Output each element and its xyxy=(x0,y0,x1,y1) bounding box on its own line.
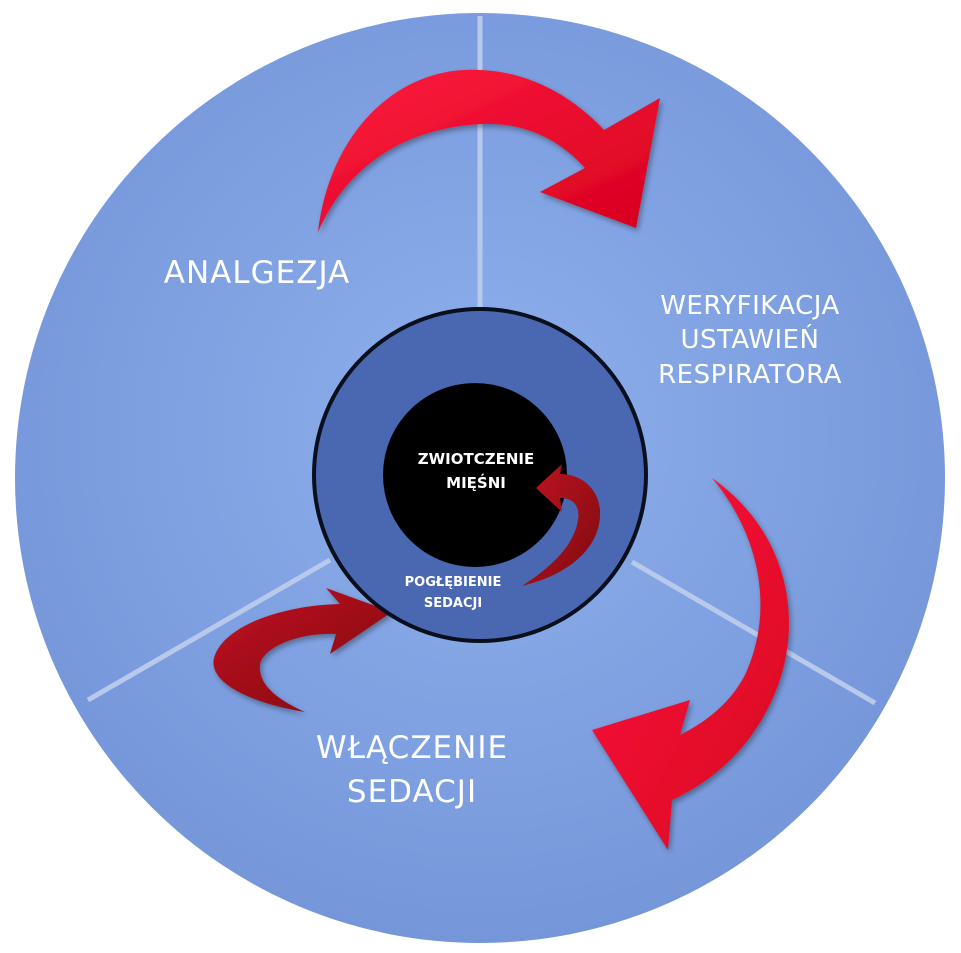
arrow-top-curved xyxy=(318,69,660,232)
divider-right xyxy=(630,559,877,706)
label-wlaczenie-line2: SEDACJI xyxy=(347,774,477,810)
arrow-bottom-left-curved xyxy=(213,588,392,712)
label-weryfikacja-line1: WERYFIKACJA xyxy=(660,291,840,321)
label-zwiotczenie-line2: MIĘŚNI xyxy=(446,473,506,492)
arrow-right-curved xyxy=(592,478,789,850)
label-weryfikacja-line2: USTAWIEŃ xyxy=(680,323,819,355)
label-wlaczenie-line1: WŁĄCZENIE xyxy=(316,730,508,766)
segment-dividers xyxy=(86,16,877,706)
label-poglebienie-line1: POGŁĘBIENIE xyxy=(405,575,502,590)
core-circle xyxy=(383,383,567,567)
label-zwiotczenie-line1: ZWIOTCZENIE xyxy=(418,450,535,468)
label-analgezja: ANALGEZJA xyxy=(164,255,351,291)
divider-left xyxy=(86,557,332,703)
label-weryfikacja-line3: RESPIRATORA xyxy=(658,360,842,390)
label-poglebienie-line2: SEDACJI xyxy=(424,596,482,611)
arrow-inner-curved xyxy=(522,464,601,586)
